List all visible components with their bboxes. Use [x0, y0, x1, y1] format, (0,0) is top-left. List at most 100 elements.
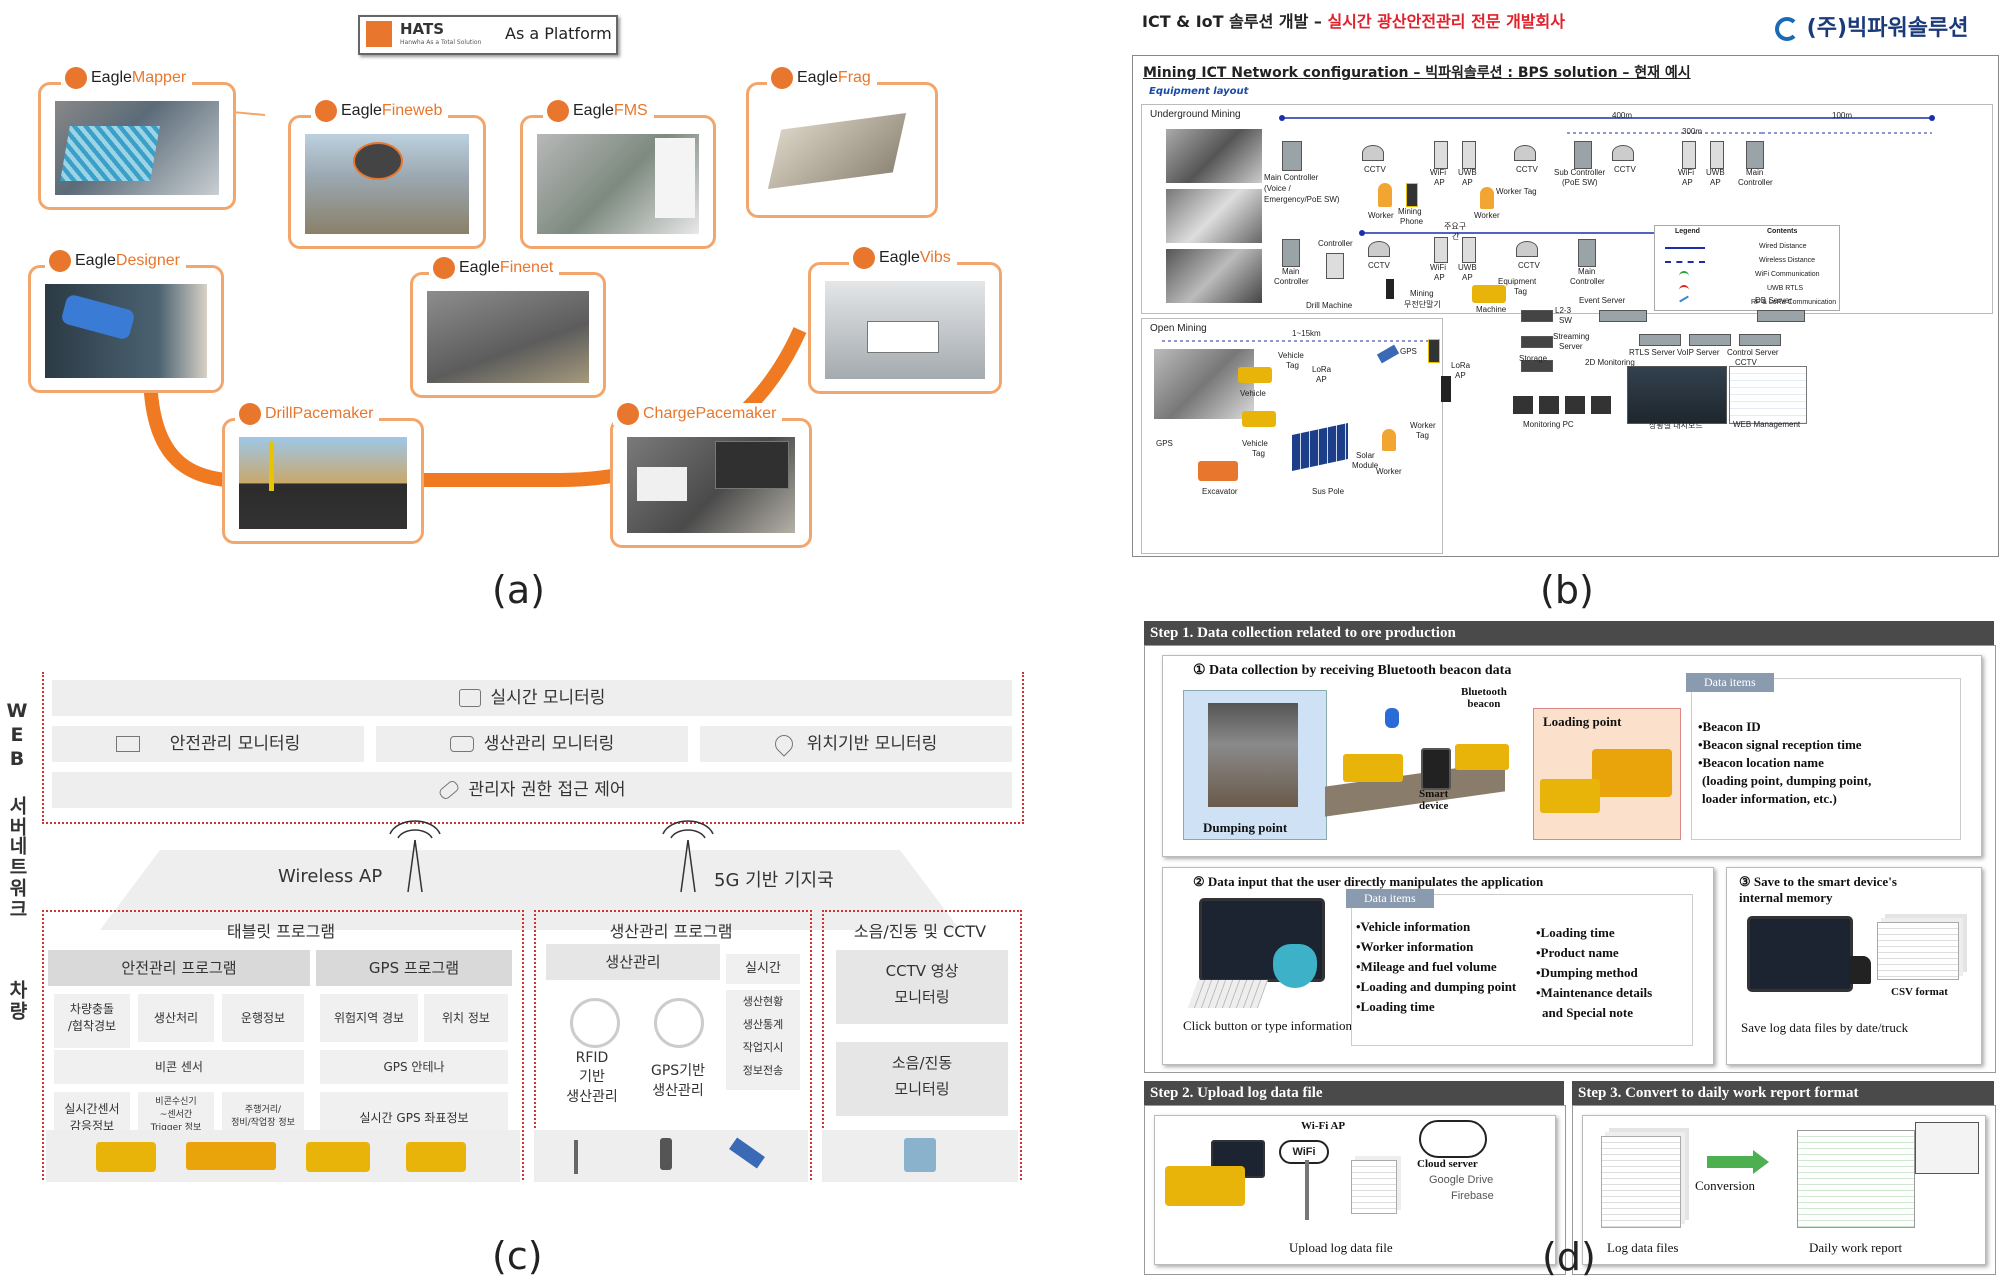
gdrive-label: Google Drive: [1429, 1174, 1494, 1186]
monitoring-pc-icons: [1513, 396, 1613, 414]
realtime-header: 실시간: [726, 954, 800, 984]
joo-label: 주요구: [1444, 222, 1467, 231]
web-mgmt-label: WEB Management: [1733, 420, 1801, 429]
eagle-logo-icon: [771, 67, 793, 89]
item: loader information, etc.): [1702, 791, 1837, 806]
underground-label: Underground Mining: [1150, 109, 1241, 120]
cctv-icon: [1516, 241, 1538, 257]
side-network: 네트워크: [6, 836, 28, 920]
worker-icon: [1382, 429, 1396, 451]
main-controller-device: [1746, 141, 1764, 169]
wheel-loader-icon: [306, 1142, 370, 1172]
open-mining-lines: [1162, 340, 1432, 342]
worker-label: Worker: [1376, 467, 1402, 476]
sd-card-icon: [1849, 956, 1871, 984]
voip-label: VoIP Server: [1677, 348, 1720, 357]
step2-header: Step 2. Upload log data file: [1144, 1081, 1564, 1105]
vehicle-icon: [1238, 367, 1272, 383]
dumping-point-box: [1183, 690, 1327, 840]
step1-header: Step 1. Data collection related to ore p…: [1144, 621, 1994, 645]
equipment-label: Equipment: [1498, 277, 1537, 286]
streaming-server-device: [1521, 336, 1553, 348]
app-screenshot: [763, 101, 921, 203]
ap-label: AP: [1434, 273, 1445, 282]
vehicle-label: Vehicle: [1240, 389, 1266, 398]
worker-label: Worker: [1410, 421, 1436, 430]
traffic-light-icon: [660, 1138, 672, 1170]
vehicle-label: Vehicle: [1278, 351, 1304, 360]
noise-mon-cell: 소음/진동 모니터링: [836, 1042, 1008, 1116]
side-vehicle: 차량: [6, 980, 28, 1022]
company-name: (주)빅파워솔루션: [1775, 10, 1968, 42]
safety-monitoring-bar: 안전관리 모니터링: [52, 726, 364, 762]
tag-label: Tag: [1416, 431, 1429, 440]
item: •Beacon signal reception time: [1698, 737, 1862, 752]
dump-truck-icon: [1472, 285, 1506, 303]
item: •Product name: [1536, 945, 1619, 960]
item: •Loading time: [1536, 925, 1615, 940]
conversion-arrow: [1707, 1156, 1753, 1168]
app-card-eaglefinenet: EagleFinenet: [410, 257, 606, 398]
item: •Beacon ID: [1698, 719, 1761, 734]
controller-label: Controller: [1318, 239, 1353, 248]
eagle-logo-icon: [239, 403, 261, 425]
gan-label: 간: [1452, 232, 1460, 241]
legend-row: WiFi Communication: [1755, 271, 1820, 278]
data-items-2: Data items •Vehicle information •Worker …: [1346, 889, 1693, 1046]
uwb-ap-icon: [1462, 237, 1476, 263]
cctv-icon: [1514, 145, 1536, 161]
excel-window-icon: [1915, 1122, 1979, 1174]
app-name-post: Pacemaker: [292, 405, 374, 423]
cctv-label: CCTV: [1368, 261, 1390, 270]
excavator-label: Excavator: [1202, 487, 1238, 496]
cloud-icon: [1419, 1120, 1487, 1158]
mine-photo: [1166, 249, 1262, 303]
legend-wired-line: [1665, 247, 1705, 249]
smart-device-icon: [1421, 748, 1451, 790]
rtls-label: RTLS Server: [1629, 348, 1676, 357]
eagle-logo-icon: [853, 247, 875, 269]
wireless-ap-label: Wireless AP: [278, 866, 383, 887]
excavator-icon: [1198, 461, 1238, 481]
tablet-icon: [1747, 916, 1853, 992]
l23-label: L2-3: [1555, 306, 1572, 315]
event-server-label: Event Server: [1579, 296, 1626, 305]
daily-label: Daily work report: [1809, 1240, 1903, 1255]
app-name-post: Pacemaker: [695, 405, 777, 423]
app-screenshot: [627, 437, 795, 533]
app-screenshot: [55, 101, 219, 195]
sus-pole-label: Sus Pole: [1312, 487, 1345, 496]
cctv-label: CCTV: [1735, 358, 1757, 367]
app-name-pre: Eagle: [459, 259, 500, 277]
equipment-layout-label: Equipment layout: [1149, 86, 1249, 97]
app-name-pre: Charge: [643, 405, 696, 423]
card-upload: Wi-Fi AP WiFi Cloud server Google Drive …: [1154, 1115, 1556, 1265]
link-icon: [436, 778, 461, 802]
worker-icon: [1378, 183, 1392, 207]
worker-icon: [1480, 187, 1494, 209]
mine-photo: [1166, 189, 1262, 243]
app-name-post: Finenet: [499, 259, 554, 277]
wifi-ap-icon: [1682, 141, 1696, 169]
rfid-icon: [570, 998, 620, 1048]
wheel-loader-icon: [1592, 749, 1672, 797]
production-monitoring-bar: 생산관리 모니터링: [376, 726, 688, 762]
eagle-logo-icon: [433, 257, 455, 279]
conversion-arrow-head: [1753, 1150, 1769, 1174]
panel-b: ICT & IoT 솔루션 개발 – 실시간 광산안전관리 전문 개발회사 (주…: [1130, 0, 2001, 620]
s3-title: ③ Save to the smart device's internal me…: [1739, 874, 1897, 905]
app-screenshot: [537, 134, 699, 234]
lora-label: LoRa: [1312, 365, 1332, 374]
title-red: 실시간 광산안전관리 전문 개발회사: [1327, 12, 1565, 31]
panel-label-a: (a): [492, 568, 545, 612]
save-log-label: Save log data files by date/truck: [1741, 1020, 1909, 1035]
antenna-icon: [1305, 1160, 1309, 1220]
dump-truck-icon: [1165, 1166, 1245, 1206]
legend-col2: Contents: [1767, 228, 1798, 235]
distance-100m: 100m: [1832, 111, 1853, 120]
street-lamp-icon: [574, 1140, 578, 1174]
dump-truck-icon: [96, 1142, 156, 1172]
monitoring-2d-label: 2D Monitoring: [1585, 358, 1635, 367]
mine-photo: [1154, 349, 1254, 419]
distance-15km: 1~15km: [1292, 329, 1321, 338]
